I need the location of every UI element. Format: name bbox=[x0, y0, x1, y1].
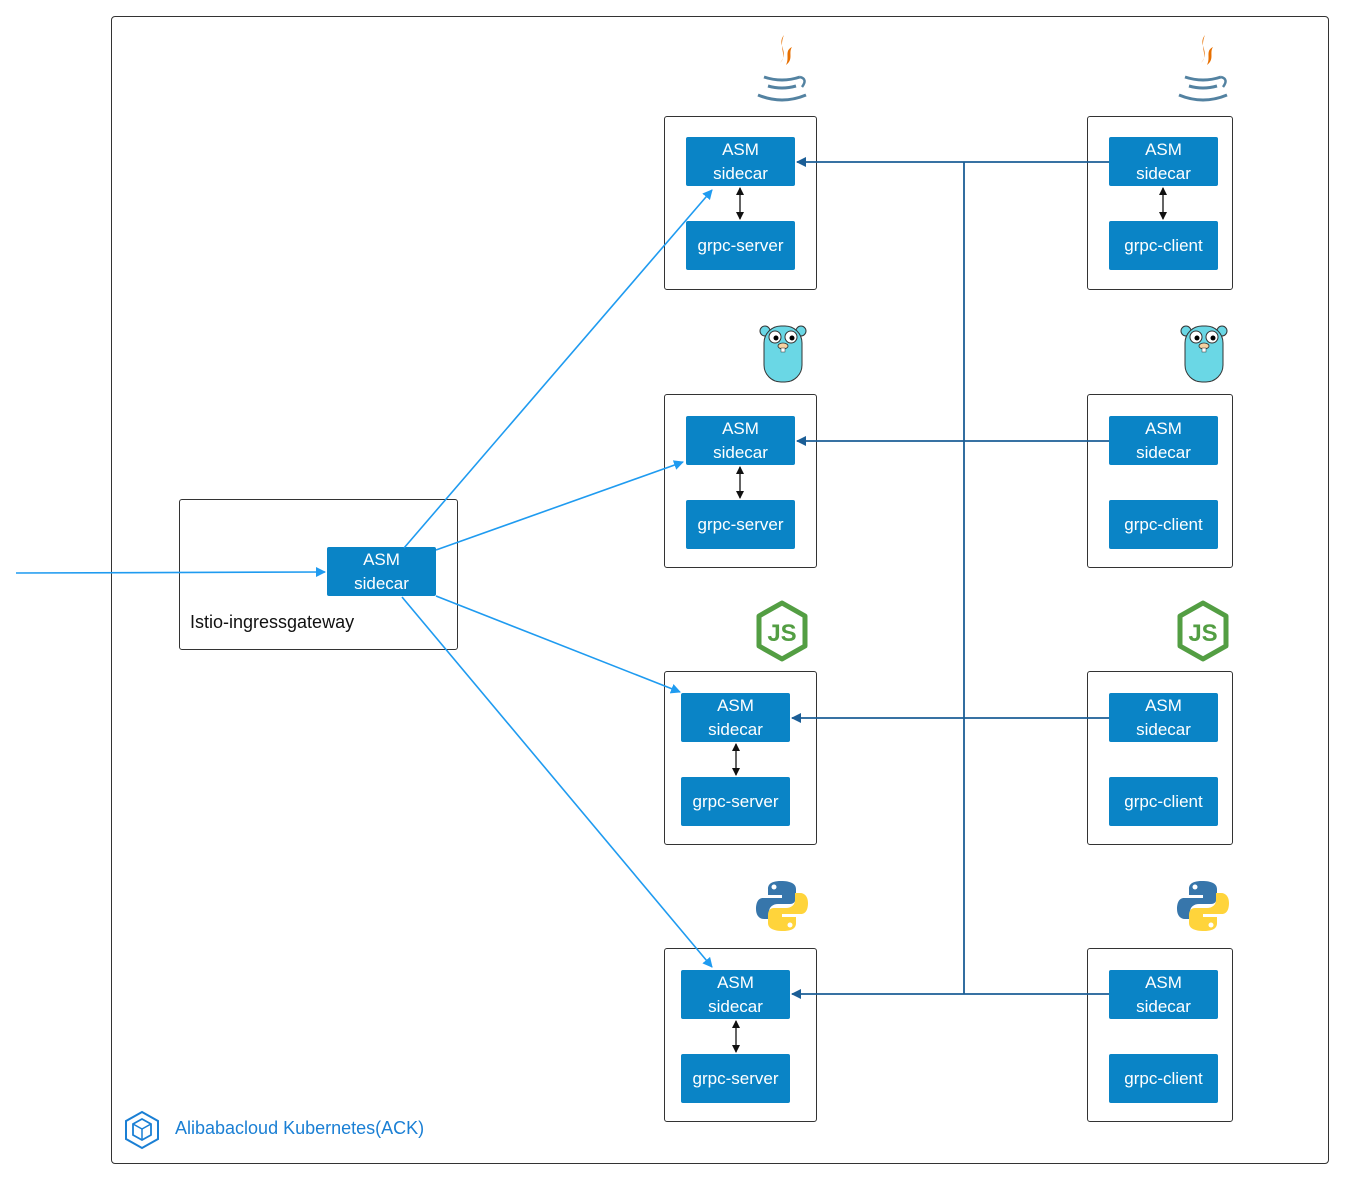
sidecar-label-line1: ASM bbox=[1145, 972, 1182, 992]
kubernetes-cube-icon bbox=[125, 1110, 159, 1150]
grpc-server-box: grpc-server bbox=[686, 221, 795, 270]
sidecar-label-line1: ASM bbox=[717, 695, 754, 715]
gateway-to-python-arrow bbox=[401, 596, 713, 968]
grpc-client-box: grpc-client bbox=[1109, 1054, 1218, 1103]
client-asm-sidecar: ASM sidecar bbox=[1109, 137, 1218, 186]
sidecar-label-line1: ASM bbox=[722, 139, 759, 159]
server-asm-sidecar: ASM sidecar bbox=[681, 970, 790, 1019]
sidecar-label-line2: sidecar bbox=[1136, 996, 1191, 1016]
nodejs-icon: JS bbox=[1177, 600, 1229, 662]
sidecar-label-line1: ASM bbox=[722, 418, 759, 438]
gateway-asm-sidecar: ASM sidecar bbox=[327, 547, 436, 596]
client-asm-sidecar: ASM sidecar bbox=[1109, 970, 1218, 1019]
sidecar-label-line1: ASM bbox=[363, 549, 400, 569]
svg-text:JS: JS bbox=[767, 620, 796, 647]
ack-cluster-frame bbox=[111, 16, 1329, 1164]
grpc-server-box: grpc-server bbox=[681, 1054, 790, 1103]
svg-text:JS: JS bbox=[1188, 620, 1217, 647]
python-icon bbox=[1177, 881, 1229, 931]
java-icon bbox=[757, 35, 807, 102]
gateway-to-java-arrow bbox=[403, 189, 713, 549]
gateway-to-go-arrow bbox=[435, 460, 684, 551]
server-asm-sidecar: ASM sidecar bbox=[686, 137, 795, 186]
sidecar-label-line2: sidecar bbox=[1136, 163, 1191, 183]
grpc-client-box: grpc-client bbox=[1109, 221, 1218, 270]
client-asm-sidecar: ASM sidecar bbox=[1109, 416, 1218, 465]
nodejs-icon: JS bbox=[756, 600, 808, 662]
grpc-client-box: grpc-client bbox=[1109, 777, 1218, 826]
sidecar-label-line2: sidecar bbox=[713, 442, 768, 462]
go-gopher-icon bbox=[759, 325, 807, 383]
python-icon bbox=[756, 881, 808, 931]
grpc-client-box: grpc-client bbox=[1109, 500, 1218, 549]
sidecar-label-line1: ASM bbox=[1145, 418, 1182, 438]
java-icon bbox=[1178, 35, 1228, 102]
client-asm-sidecar: ASM sidecar bbox=[1109, 693, 1218, 742]
sidecar-label-line2: sidecar bbox=[1136, 719, 1191, 739]
gateway-label: Istio-ingressgateway bbox=[190, 612, 355, 632]
gateway-to-nodejs-arrow bbox=[435, 595, 681, 694]
sidecar-label-line2: sidecar bbox=[708, 996, 763, 1016]
server-asm-sidecar: ASM sidecar bbox=[681, 693, 790, 742]
incoming-traffic-arrow bbox=[15, 567, 326, 578]
go-gopher-icon bbox=[1180, 325, 1228, 383]
cluster-label: Alibabacloud Kubernetes(ACK) bbox=[175, 1118, 425, 1138]
grpc-server-box: grpc-server bbox=[686, 500, 795, 549]
sidecar-label-line2: sidecar bbox=[1136, 442, 1191, 462]
sidecar-label-line2: sidecar bbox=[354, 573, 409, 593]
sidecar-label-line1: ASM bbox=[1145, 139, 1182, 159]
server-asm-sidecar: ASM sidecar bbox=[686, 416, 795, 465]
sidecar-label-line1: ASM bbox=[1145, 695, 1182, 715]
sidecar-label-line2: sidecar bbox=[713, 163, 768, 183]
grpc-server-box: grpc-server bbox=[681, 777, 790, 826]
sidecar-label-line1: ASM bbox=[717, 972, 754, 992]
sidecar-label-line2: sidecar bbox=[708, 719, 763, 739]
